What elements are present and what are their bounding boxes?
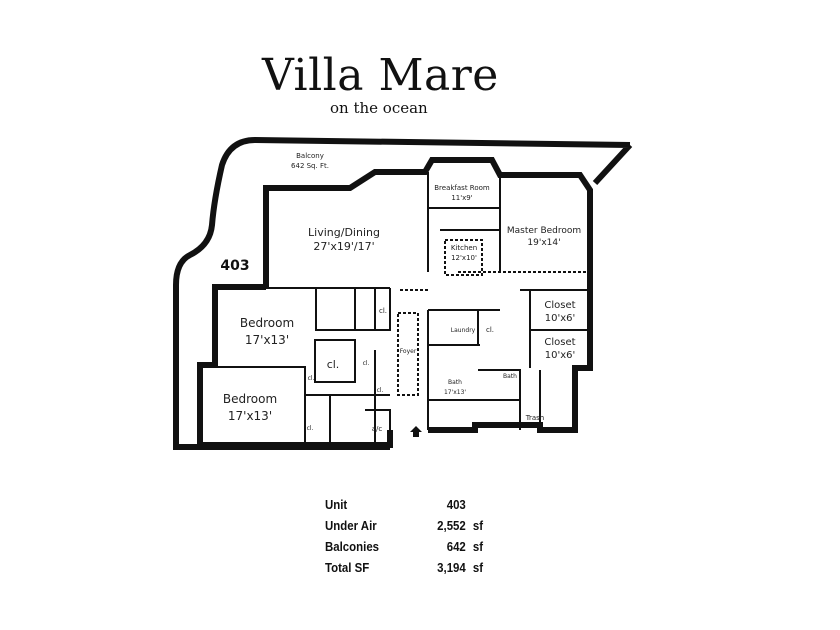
stat-unit: sf	[472, 560, 484, 575]
foyer-label: Foyer	[400, 348, 417, 355]
room-name: Closet	[544, 337, 575, 348]
stat-label: Unit	[325, 497, 348, 512]
stat-value: 3,194	[437, 560, 466, 575]
room-size: 17'x13'	[228, 409, 272, 423]
room-name: Breakfast Room	[434, 184, 490, 192]
room-size: 19'x14'	[527, 238, 560, 248]
unit-number: 403	[220, 258, 249, 274]
stat-label: Under Air	[325, 518, 377, 533]
closet-label: cl.	[379, 307, 387, 315]
room-size: 17'x13'	[245, 333, 289, 347]
room-name: Living/Dining	[308, 226, 380, 239]
page-subtitle: on the ocean	[330, 99, 428, 117]
trash-label: Trash	[525, 414, 545, 422]
balcony-outline	[173, 136, 633, 450]
closet-label: cl.	[307, 425, 314, 432]
stat-value: 403	[446, 497, 466, 512]
stats-row: Under Air 2,552 sf	[325, 515, 499, 536]
stats-row: Total SF 3,194 sf	[325, 557, 499, 578]
stat-unit: sf	[472, 518, 484, 533]
stat-value: 642	[446, 539, 466, 554]
room-name: Bath	[448, 379, 462, 386]
room-name: Master Bedroom	[507, 226, 581, 236]
stats-row: Balconies 642 sf	[325, 536, 499, 557]
room-size: 17'x13'	[444, 389, 466, 396]
room-name: Closet	[544, 300, 575, 311]
room-size: 11'x9'	[451, 194, 472, 202]
bath-label: Bath	[503, 373, 517, 380]
laundry-label: Laundry	[451, 327, 476, 334]
room-size: 642 Sq. Ft.	[291, 162, 329, 170]
stats-row: Unit 403	[325, 494, 499, 515]
entry-arrow-icon	[410, 426, 422, 437]
stat-label: Total SF	[325, 560, 370, 575]
closet-label: cl.	[308, 375, 315, 382]
room-size: 10'x6'	[545, 313, 576, 324]
room-size: 10'x6'	[545, 350, 576, 361]
closet-label: cl.	[363, 360, 370, 367]
room-name: Bedroom	[223, 392, 277, 406]
room-name: Bedroom	[240, 316, 294, 330]
closet-label: cl.	[377, 387, 384, 394]
closet-label: cl.	[327, 358, 340, 371]
page-title: Villa Mare	[262, 50, 499, 101]
room-name: Balcony	[296, 152, 324, 160]
interior-walls	[200, 172, 590, 445]
stat-label: Balconies	[325, 539, 380, 554]
room-size: 27'x19'/17'	[313, 240, 374, 253]
ac-label: a/c	[372, 425, 383, 433]
room-size: 12'x10'	[451, 254, 477, 262]
closet-label: cl.	[486, 326, 494, 334]
stat-unit: sf	[472, 539, 484, 554]
stat-value: 2,552	[437, 518, 466, 533]
room-name: Kitchen	[451, 244, 477, 252]
